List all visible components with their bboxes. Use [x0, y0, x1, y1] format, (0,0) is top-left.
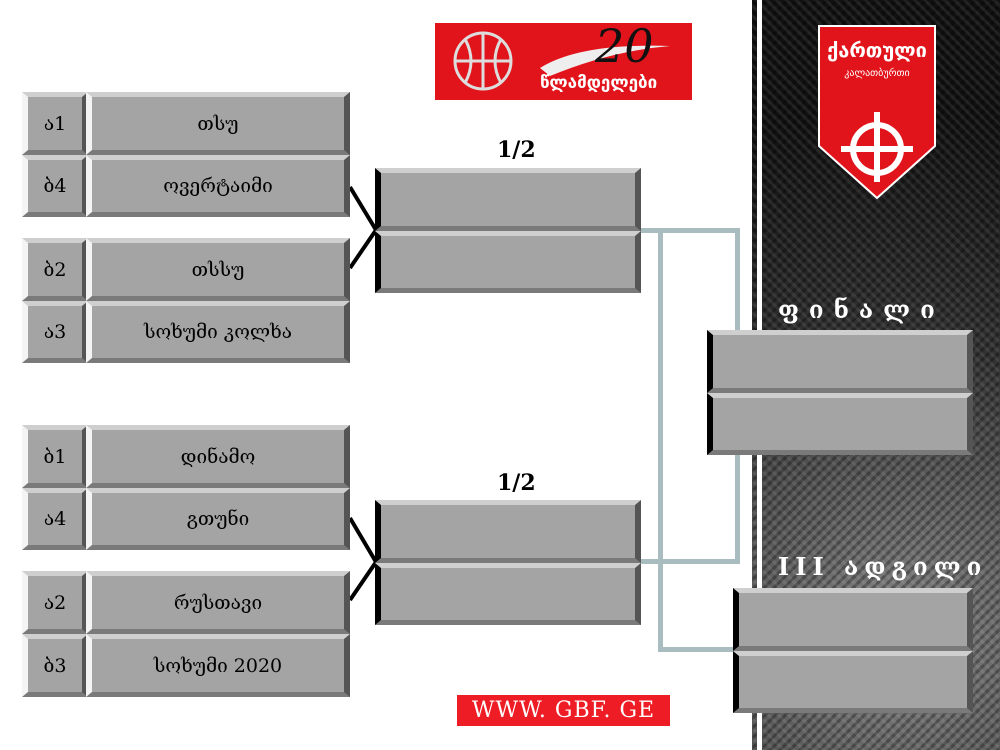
team-cell: ოვერტაიმი [86, 155, 350, 217]
seed-cell: ბ1 [22, 425, 88, 488]
team-cell: გთუნი [86, 488, 350, 550]
third-place-label: III ადგილი [778, 552, 988, 581]
federation-logo: ქართული კალათბურთი [817, 24, 937, 200]
semifinal-1-slot-2 [375, 231, 641, 293]
team-cell: თსუ [86, 92, 350, 155]
team-cell: დინამო [86, 425, 350, 488]
team-cell: რუსთავი [86, 571, 350, 634]
semifinal-2-slot-2 [375, 563, 641, 625]
basketball-icon [453, 31, 670, 91]
shield-icon [818, 25, 936, 200]
final-label: ფინალი [778, 295, 945, 324]
seed-cell: ბ2 [22, 238, 88, 301]
team-cell: თსსუ [86, 238, 350, 301]
connector-line [658, 647, 738, 652]
connector-line [658, 228, 663, 652]
seed-cell: ბ4 [22, 155, 88, 217]
seed-cell: ა1 [22, 92, 88, 155]
semifinal-label: 1/2 [497, 470, 536, 496]
third-place-slot-1 [733, 588, 973, 651]
connector-line [640, 228, 740, 233]
semifinal-2-slot-1 [375, 500, 641, 563]
seed-cell: ა3 [22, 301, 88, 363]
connector-line [640, 559, 740, 564]
u20-text: წლამდელები [540, 73, 658, 93]
third-place-slot-2 [733, 651, 973, 713]
u20-number: 20 [595, 19, 654, 73]
federation-subtitle: კალათბურთი [844, 68, 910, 79]
federation-name: ქართული [827, 38, 927, 62]
website-link[interactable]: WWW. GBF. GE [457, 695, 670, 726]
seed-cell: ა4 [22, 488, 88, 550]
semifinal-1-slot-1 [375, 168, 641, 231]
seed-cell: ა2 [22, 571, 88, 634]
semifinal-label: 1/2 [497, 137, 536, 163]
seed-cell: ბ3 [22, 634, 88, 697]
u20-logo: 20 წლამდელები [435, 19, 692, 100]
team-cell: სოხუმი კოლხა [86, 301, 350, 363]
team-cell: სოხუმი 2020 [86, 634, 350, 697]
final-slot-2 [707, 393, 973, 455]
final-slot-1 [707, 330, 973, 393]
